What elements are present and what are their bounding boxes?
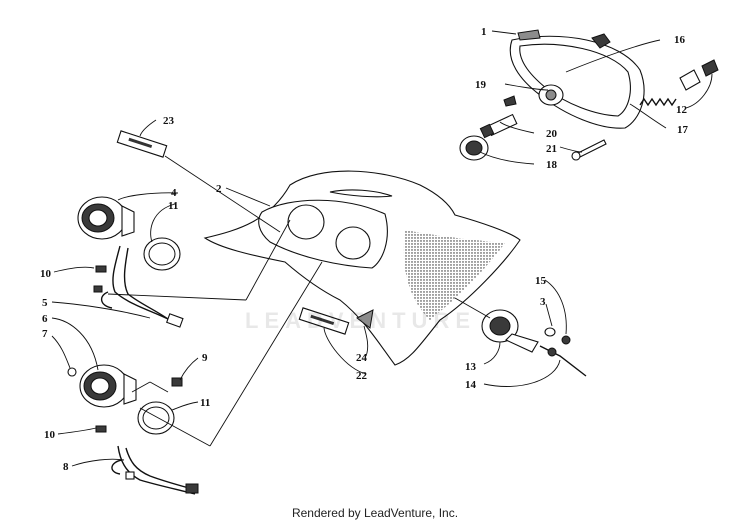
- spring: [639, 97, 677, 107]
- gauge-ring-lower: [137, 401, 175, 435]
- bulb-holder: [479, 113, 518, 139]
- headlight-clip: [517, 29, 541, 41]
- harness-upper: [93, 245, 184, 328]
- reflector-triangle: [356, 309, 374, 329]
- callout-7: 7: [42, 328, 48, 340]
- headlight-assembly: [459, 29, 719, 161]
- callout-8: 8: [63, 461, 69, 473]
- gauge-ring-upper: [143, 237, 181, 271]
- callout-14: 14: [465, 379, 477, 391]
- gauge-upper: [77, 196, 135, 240]
- callout-3: 3: [540, 296, 546, 308]
- watermark: LEADVENTURE: [245, 308, 477, 333]
- bulb-upper: [95, 265, 107, 273]
- gauge-lower: [79, 364, 137, 408]
- headlight-bolt: [571, 139, 607, 161]
- gauge-opening-right: [335, 226, 371, 260]
- callout-5: 5: [42, 297, 48, 309]
- callout-12: 12: [676, 104, 688, 116]
- footer-credit: Rendered by LeadVenture, Inc.: [291, 506, 459, 520]
- retainer-clip: [679, 59, 719, 91]
- callout-19: 19: [475, 79, 487, 91]
- decal-top: [116, 130, 168, 158]
- callout-4: 4: [171, 187, 177, 199]
- headlight-bracket: [591, 33, 611, 49]
- handlebar-switch: [481, 309, 587, 377]
- callout-9: 9: [202, 352, 208, 364]
- callout-6: 6: [42, 313, 48, 325]
- callout-13: 13: [465, 361, 477, 373]
- hood-vent: [329, 189, 393, 198]
- callout-11-upper: 11: [168, 200, 178, 212]
- callout-10-lower: 10: [44, 429, 56, 441]
- callout-18: 18: [546, 159, 558, 171]
- callout-23: 23: [163, 115, 175, 127]
- gauge-opening-left: [287, 204, 325, 240]
- headlight-reflector: [519, 43, 631, 117]
- callout-24: 24: [356, 352, 368, 364]
- callout-21: 21: [546, 143, 557, 155]
- callout-1: 1: [481, 26, 487, 38]
- bracket-small: [171, 377, 183, 387]
- adjuster-knob: [459, 135, 489, 161]
- callout-16: 16: [674, 34, 686, 46]
- callout-2: 2: [216, 183, 222, 195]
- bulb: [545, 89, 557, 101]
- hood-shading: [403, 230, 505, 320]
- dash-panel: [203, 170, 521, 366]
- adjusting-screw: [503, 95, 517, 107]
- callout-labels: 1 16 19 12 20 17 21 18 23 2 4 11 10 5 6 …: [40, 26, 689, 473]
- callout-15: 15: [535, 275, 547, 287]
- callout-17: 17: [677, 124, 689, 136]
- harness-lower: [111, 445, 199, 495]
- lamp-left: [67, 367, 77, 377]
- callout-11-lower: 11: [200, 397, 210, 409]
- callout-20: 20: [546, 128, 558, 140]
- callout-22: 22: [356, 370, 368, 382]
- callout-10-upper: 10: [40, 268, 52, 280]
- leader-lines: [51, 30, 713, 467]
- decal-center: [298, 307, 350, 335]
- washer-nut: [544, 327, 571, 345]
- bulb-lower: [95, 425, 107, 433]
